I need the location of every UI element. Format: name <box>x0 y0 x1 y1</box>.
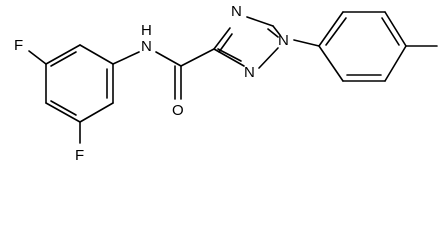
bond <box>384 45 407 82</box>
bond <box>50 51 77 67</box>
difluorophenyl-ring <box>28 44 114 144</box>
triazole-n4-label: N <box>231 3 242 20</box>
amide-nitrogen-label: N <box>141 38 152 55</box>
bond <box>180 48 215 67</box>
bond <box>45 102 81 123</box>
bond <box>213 48 245 67</box>
tolyl-ring <box>318 11 438 82</box>
bond <box>218 33 233 53</box>
bond <box>384 11 407 47</box>
amide-linker <box>112 48 215 100</box>
amide-hydrogen-label: H <box>141 22 152 39</box>
fluorine-label-bottom: F <box>75 147 84 164</box>
bond <box>79 102 114 123</box>
bond <box>246 16 274 27</box>
molecule-structure: F F N H O N N N <box>14 3 438 164</box>
bond <box>293 39 320 47</box>
bond <box>272 25 281 36</box>
bond <box>267 28 279 38</box>
fluorine-label-top: F <box>14 37 23 54</box>
bond <box>318 45 344 82</box>
bond <box>217 48 242 62</box>
bond <box>325 17 347 46</box>
bond <box>45 44 81 65</box>
bond <box>381 17 400 46</box>
bond <box>79 44 114 65</box>
bond <box>28 50 47 65</box>
triazole-n2-label: N <box>244 64 255 81</box>
triazole-n1-label: N <box>278 32 289 49</box>
bond <box>155 51 182 67</box>
bond <box>258 47 279 69</box>
bond <box>112 51 140 65</box>
bond <box>50 100 77 116</box>
bond <box>318 11 344 47</box>
triazole-ring <box>213 16 281 69</box>
bond <box>213 27 231 50</box>
carbonyl-oxygen-label: O <box>172 102 184 119</box>
